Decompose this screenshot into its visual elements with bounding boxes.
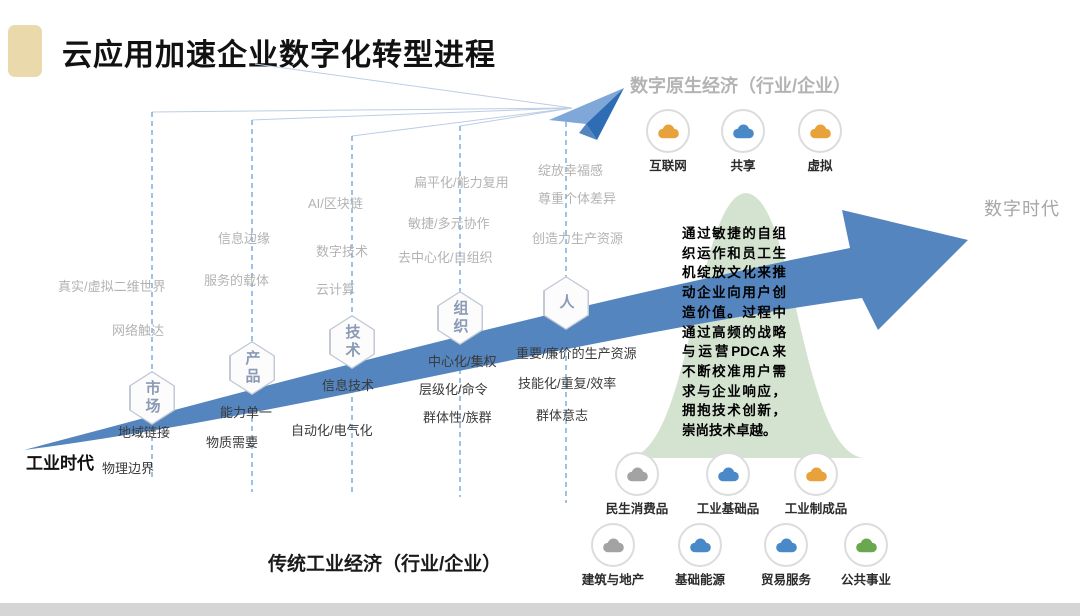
stage-hexagon-organization: 组织 bbox=[437, 291, 483, 345]
cloud-icon bbox=[730, 123, 757, 140]
cloud-label: 贸易服务 bbox=[760, 573, 811, 587]
paper-plane-icon bbox=[549, 88, 624, 140]
trait-label: 网络触达 bbox=[112, 323, 165, 338]
stage-hexagon-technology: 技术 bbox=[329, 315, 375, 369]
trait-label: AI/区块链 bbox=[308, 196, 363, 211]
cloud-icon bbox=[853, 537, 880, 554]
trait-label: 自动化/电气化 bbox=[291, 423, 373, 438]
trait-label: 真实/虚拟二维世界 bbox=[58, 279, 166, 294]
cloud-item-internet: 互联网 bbox=[622, 109, 714, 174]
trait-label: 物质需要 bbox=[206, 435, 259, 450]
stage-name: 市场 bbox=[143, 380, 161, 416]
cloud-label: 互联网 bbox=[649, 159, 687, 173]
cloud-icon bbox=[655, 123, 682, 140]
cloud-label: 基础能源 bbox=[674, 573, 725, 587]
trait-label: 技能化/重复/效率 bbox=[518, 376, 617, 391]
cloud-item-construction-realestate: 建筑与地产 bbox=[567, 523, 659, 588]
stage-name: 人 bbox=[557, 294, 575, 312]
trait-label: 创造力生产资源 bbox=[532, 231, 624, 246]
page-title: 云应用加速企业数字化转型进程 bbox=[62, 39, 496, 72]
cloud-item-sharing: 共享 bbox=[697, 109, 789, 174]
footer-strip bbox=[0, 603, 1080, 616]
era-industrial-label: 工业时代 bbox=[26, 454, 94, 473]
stage-name: 产品 bbox=[243, 350, 261, 386]
stage-hexagon-market: 市场 bbox=[129, 371, 175, 425]
stage-name: 技术 bbox=[343, 324, 361, 360]
trait-label: 中心化/集权 bbox=[428, 354, 497, 369]
cloud-item-basic-energy: 基础能源 bbox=[654, 523, 746, 588]
cloud-icon bbox=[807, 123, 834, 140]
cloud-label: 公共事业 bbox=[840, 573, 891, 587]
trait-label: 数字技术 bbox=[316, 244, 369, 259]
trait-label: 层级化/命令 bbox=[419, 382, 488, 397]
cloud-item-consumer-goods: 民生消费品 bbox=[591, 452, 683, 517]
trait-label: 去中心化/自组织 bbox=[398, 250, 493, 265]
cloud-item-trade-services: 贸易服务 bbox=[740, 523, 832, 588]
trait-label: 群体性/族群 bbox=[423, 410, 492, 425]
stage-hexagon-product: 产品 bbox=[229, 341, 275, 395]
trait-label: 云计算 bbox=[316, 282, 356, 297]
trait-label: 尊重个体差异 bbox=[538, 191, 617, 206]
cloud-item-industrial-basics: 工业基础品 bbox=[682, 452, 774, 517]
trait-label: 绽放幸福感 bbox=[538, 163, 604, 178]
trait-label: 地域链接 bbox=[118, 425, 171, 440]
trait-label: 重要/廉价的生产资源 bbox=[516, 346, 637, 361]
cloud-label: 工业制成品 bbox=[784, 502, 848, 516]
cloud-label: 建筑与地产 bbox=[581, 573, 645, 587]
cloud-label: 民生消费品 bbox=[605, 502, 669, 516]
trait-label: 群体意志 bbox=[536, 408, 589, 423]
cloud-label: 工业基础品 bbox=[696, 502, 760, 516]
trait-label: 扁平化/能力复用 bbox=[414, 175, 509, 190]
stage-name: 组织 bbox=[451, 300, 469, 336]
trait-label: 能力单一 bbox=[220, 405, 273, 420]
traditional-economy-heading: 传统工业经济（行业/企业） bbox=[268, 554, 502, 575]
trait-label: 服务的载体 bbox=[204, 273, 270, 288]
stage-hexagon-people: 人 bbox=[543, 276, 589, 330]
cloud-item-manufactured-goods: 工业制成品 bbox=[770, 452, 862, 517]
trait-label: 物理边界 bbox=[102, 461, 155, 476]
era-digital-label: 数字时代 bbox=[984, 199, 1060, 219]
cloud-item-virtual: 虚拟 bbox=[774, 109, 866, 174]
cloud-icon bbox=[715, 466, 742, 483]
trait-label: 敏捷/多元协作 bbox=[408, 216, 490, 231]
cloud-icon bbox=[600, 537, 627, 554]
cloud-item-public-utilities: 公共事业 bbox=[820, 523, 912, 588]
trait-label: 信息边缘 bbox=[218, 231, 271, 246]
agile-callout-text: 通过敏捷的自组织运作和员工生机绽放文化来推动企业向用户创造价值。过程中通过高频的… bbox=[682, 226, 786, 439]
cloud-icon bbox=[773, 537, 800, 554]
digital-native-heading: 数字原生经济（行业/企业） bbox=[630, 76, 851, 96]
cloud-label: 共享 bbox=[730, 159, 756, 173]
cloud-icon bbox=[803, 466, 830, 483]
title-accent-bar bbox=[8, 25, 42, 77]
cloud-label: 虚拟 bbox=[807, 159, 833, 173]
trait-label: 信息技术 bbox=[322, 378, 375, 393]
converge-lines bbox=[151, 63, 573, 137]
cloud-icon bbox=[687, 537, 714, 554]
cloud-icon bbox=[624, 466, 651, 483]
